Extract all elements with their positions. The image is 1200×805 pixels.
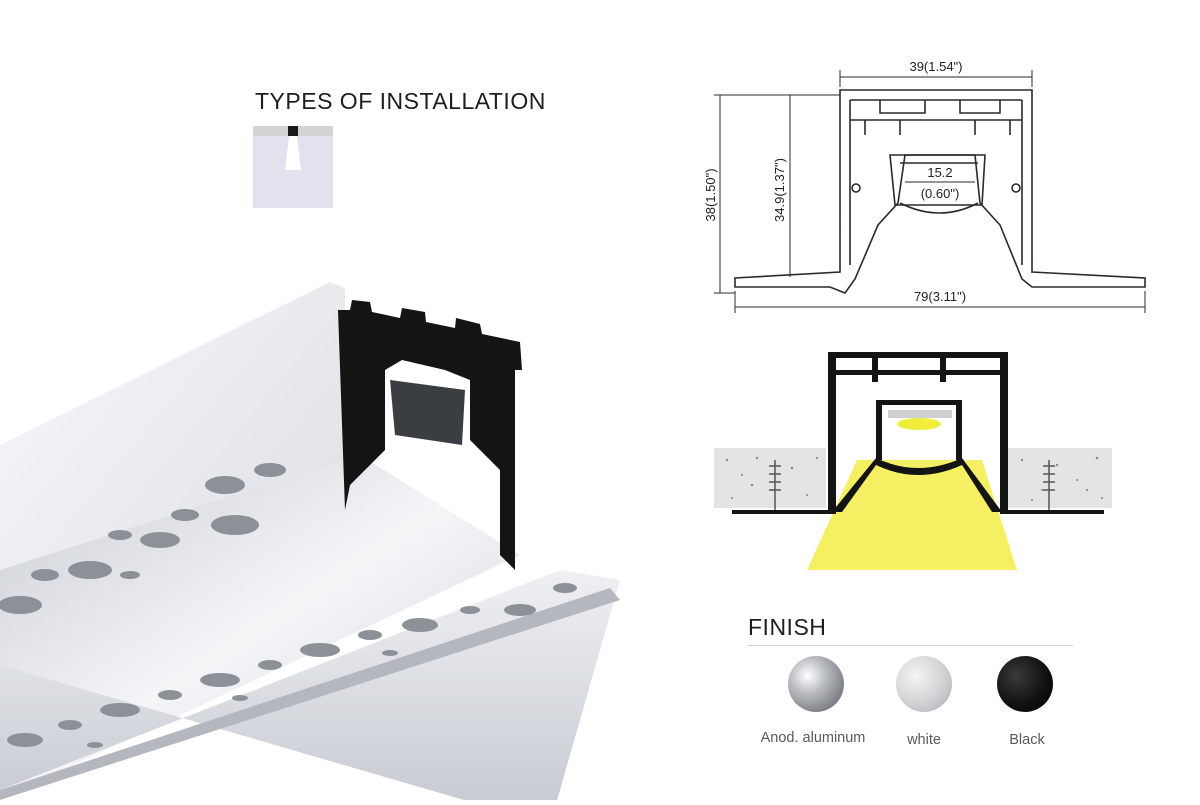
finish-swatch-anodized (788, 656, 844, 712)
recessed-ceiling-install-icon (253, 126, 333, 208)
dim-top-width: 39(1.54") (909, 59, 962, 74)
finish-swatch-white (896, 656, 952, 712)
finish-title: FINISH (748, 614, 827, 640)
finish-label-black: Black (1009, 732, 1045, 748)
dim-body-height: 34.9(1.37") (772, 158, 787, 222)
finish-label-anodized: Anod. aluminum (760, 730, 866, 746)
dim-total-height: 38(1.50") (703, 168, 718, 221)
dim-inner-width-in: (0.60") (921, 186, 960, 201)
installed-section-drawing (712, 340, 1112, 570)
dim-flange-width: 79(3.11") (914, 289, 966, 304)
finish-label-white: white (907, 732, 941, 748)
dim-inner-width-mm: 15.2 (927, 165, 952, 180)
dimension-drawing: 39(1.54") 38(1.50") 34.9(1.37") 15.2 (0.… (700, 55, 1160, 325)
profile-product-render (0, 270, 620, 805)
installation-title: TYPES OF INSTALLATION (255, 88, 546, 114)
finish-divider (748, 645, 1073, 646)
finish-swatch-black (997, 656, 1053, 712)
